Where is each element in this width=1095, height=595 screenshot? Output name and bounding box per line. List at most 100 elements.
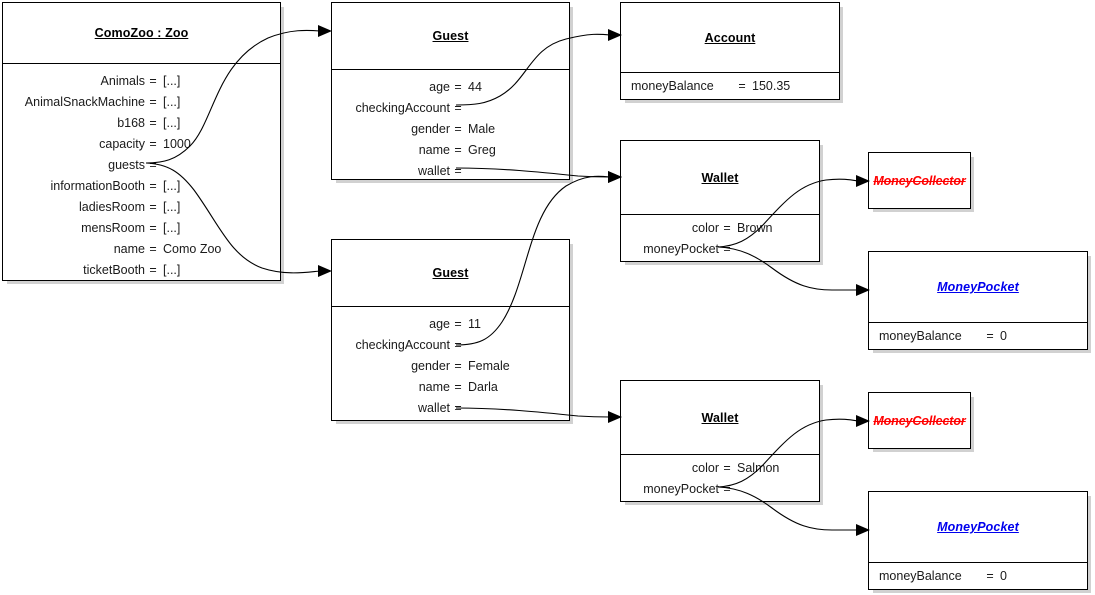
- attribute-name: name: [418, 143, 450, 157]
- attribute-name: mensRoom: [81, 221, 145, 235]
- attribute-value: Male: [468, 122, 496, 136]
- attribute-value: 11: [468, 317, 481, 331]
- attribute-row: moneyBalance = 150.35: [621, 76, 839, 97]
- attribute-row: color = Salmon: [621, 458, 819, 479]
- attribute-name: gender: [411, 122, 450, 136]
- node-attributes-wallet-salmon: color = Salmon moneyPocket =: [621, 455, 819, 507]
- node-attributes-guest-greg: age = 44 checkingAccount = gender = Male…: [332, 70, 569, 189]
- attribute-equals: =: [454, 80, 462, 94]
- attribute-equals: =: [454, 143, 462, 157]
- node-header-guest-greg: Guest: [332, 3, 569, 70]
- node-header-moneycollector-bottom: MoneyCollector: [869, 393, 970, 448]
- attribute-name: ticketBooth: [83, 263, 145, 277]
- attribute-name: color: [691, 461, 719, 475]
- attribute-equals: =: [149, 158, 157, 172]
- attribute-equals: =: [454, 359, 462, 373]
- node-attributes-account: moneyBalance = 150.35: [621, 73, 839, 104]
- object-node-moneypocket-top[interactable]: MoneyPocket moneyBalance = 0: [868, 251, 1088, 350]
- node-header-moneycollector-top: MoneyCollector: [869, 153, 970, 208]
- attribute-equals: =: [454, 122, 462, 136]
- node-attributes-wallet-brown: color = Brown moneyPocket =: [621, 215, 819, 267]
- attribute-equals: =: [454, 101, 462, 115]
- attribute-row: AnimalSnackMachine = [...]: [3, 92, 280, 113]
- attribute-value: Darla: [468, 380, 498, 394]
- attribute-value: [...]: [163, 74, 181, 88]
- attribute-name: ladiesRoom: [78, 200, 145, 214]
- attribute-value: Salmon: [737, 461, 780, 475]
- attribute-value: [...]: [163, 95, 181, 109]
- attribute-equals: =: [454, 380, 462, 394]
- attribute-row: moneyBalance = 0: [869, 566, 1087, 587]
- attribute-row: Animals = [...]: [3, 71, 280, 92]
- object-node-moneypocket-bottom[interactable]: MoneyPocket moneyBalance = 0: [868, 491, 1088, 590]
- attribute-name: moneyPocket: [643, 242, 719, 256]
- attribute-name: wallet: [418, 164, 450, 178]
- attribute-row: ticketBooth = [...]: [3, 260, 280, 281]
- attribute-equals: =: [986, 569, 994, 583]
- attribute-row-moneypocket: moneyPocket =: [621, 239, 819, 260]
- object-node-guest-darla[interactable]: Guest age = 11 checkingAccount = gender …: [331, 239, 570, 421]
- attribute-name: guests: [108, 158, 145, 172]
- attribute-equals: =: [986, 329, 994, 343]
- node-header-wallet-salmon: Wallet: [621, 381, 819, 455]
- attribute-equals: =: [454, 317, 462, 331]
- attribute-equals: =: [723, 461, 731, 475]
- attribute-value: [...]: [163, 263, 181, 277]
- attribute-name: checkingAccount: [355, 101, 450, 115]
- node-title-moneycollector-top: MoneyCollector: [873, 173, 966, 188]
- attribute-row-checkingaccount: checkingAccount =: [332, 98, 569, 119]
- node-header-wallet-brown: Wallet: [621, 141, 819, 215]
- attribute-row: gender = Female: [332, 356, 569, 377]
- attribute-value: [...]: [163, 221, 181, 235]
- attribute-row-moneypocket: moneyPocket =: [621, 479, 819, 500]
- attribute-name: moneyPocket: [643, 482, 719, 496]
- object-node-comozoo[interactable]: ComoZoo : Zoo Animals = [...] AnimalSnac…: [2, 2, 281, 281]
- attribute-equals: =: [149, 74, 157, 88]
- attribute-name: moneyBalance: [631, 79, 714, 93]
- attribute-value: Como Zoo: [163, 242, 222, 256]
- attribute-row-checkingaccount: checkingAccount =: [332, 335, 569, 356]
- node-header-account: Account: [621, 3, 839, 73]
- attribute-name: Animals: [100, 74, 145, 88]
- attribute-name: b168: [117, 116, 145, 130]
- attribute-value: 150.35: [752, 79, 791, 93]
- attribute-row: age = 11: [332, 314, 569, 335]
- node-title-guest-greg: Guest: [432, 29, 469, 43]
- attribute-value: 44: [468, 80, 482, 94]
- object-node-wallet-brown[interactable]: Wallet color = Brown moneyPocket =: [620, 140, 820, 262]
- node-title-guest-darla: Guest: [432, 266, 469, 280]
- node-header-guest-darla: Guest: [332, 240, 569, 307]
- node-title-account: Account: [704, 30, 756, 45]
- object-node-guest-greg[interactable]: Guest age = 44 checkingAccount = gender …: [331, 2, 570, 180]
- attribute-name: capacity: [99, 137, 145, 151]
- node-attributes-guest-darla: age = 11 checkingAccount = gender = Fema…: [332, 307, 569, 426]
- attribute-value: 0: [1000, 569, 1007, 583]
- attribute-equals: =: [149, 263, 157, 277]
- object-node-account[interactable]: Account moneyBalance = 150.35: [620, 2, 840, 100]
- attribute-equals: =: [454, 401, 462, 415]
- attribute-equals: =: [149, 200, 157, 214]
- object-node-moneycollector-top[interactable]: MoneyCollector: [868, 152, 971, 209]
- node-attributes-moneypocket-top: moneyBalance = 0: [869, 323, 1087, 354]
- attribute-equals: =: [738, 79, 746, 93]
- attribute-name: informationBooth: [50, 179, 145, 193]
- attribute-row: age = 44: [332, 77, 569, 98]
- object-node-wallet-salmon[interactable]: Wallet color = Salmon moneyPocket =: [620, 380, 820, 502]
- attribute-value: 1000: [163, 137, 191, 151]
- attribute-row: capacity = 1000: [3, 134, 280, 155]
- node-header-moneypocket-top: MoneyPocket: [869, 252, 1087, 323]
- attribute-name: moneyBalance: [879, 569, 962, 583]
- attribute-row: name = Como Zoo: [3, 239, 280, 260]
- attribute-row: b168 = [...]: [3, 113, 280, 134]
- node-attributes-moneypocket-bottom: moneyBalance = 0: [869, 563, 1087, 594]
- attribute-row-guests: guests =: [3, 155, 280, 176]
- node-title-comozoo: ComoZoo : Zoo: [94, 26, 189, 40]
- attribute-row: moneyBalance = 0: [869, 326, 1087, 347]
- attribute-value: [...]: [163, 179, 181, 193]
- attribute-name: moneyBalance: [879, 329, 962, 343]
- attribute-value: 0: [1000, 329, 1007, 343]
- attribute-name: name: [113, 242, 145, 256]
- object-node-moneycollector-bottom[interactable]: MoneyCollector: [868, 392, 971, 449]
- attribute-equals: =: [723, 242, 731, 256]
